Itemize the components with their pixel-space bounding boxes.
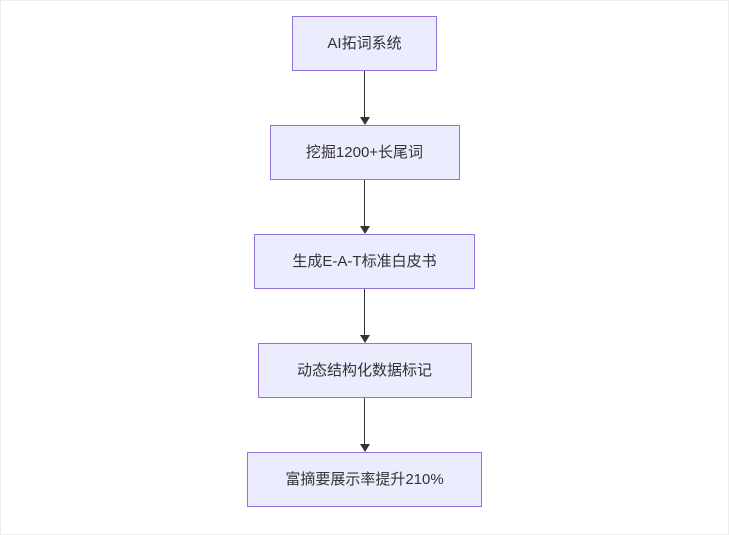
arrow-head <box>359 226 370 234</box>
flow-node-label: 生成E-A-T标准白皮书 <box>292 253 437 270</box>
arrow-head <box>359 335 370 343</box>
flow-node-longtail-mining: 挖掘1200+长尾词 <box>269 125 460 180</box>
flow-node-label: AI拓词系统 <box>327 35 402 52</box>
arrow-line <box>363 180 366 226</box>
arrow-down-icon <box>359 289 371 343</box>
arrow-head <box>359 117 370 125</box>
arrow-line <box>363 289 366 335</box>
flow-node-label: 富摘要展示率提升210% <box>285 471 444 488</box>
flow-node-ai-word-system: AI拓词系统 <box>292 16 437 71</box>
flow-node-rich-snippet-result: 富摘要展示率提升210% <box>247 452 482 507</box>
flow-node-label: 挖掘1200+长尾词 <box>305 144 424 161</box>
arrow-down-icon <box>359 398 371 452</box>
arrow-line <box>363 398 366 444</box>
arrow-head <box>359 444 370 452</box>
arrow-line <box>363 71 366 117</box>
arrow-down-icon <box>359 71 371 125</box>
flow-node-structured-data: 动态结构化数据标记 <box>257 343 472 398</box>
arrow-down-icon <box>359 180 371 234</box>
flow-node-label: 动态结构化数据标记 <box>296 362 432 379</box>
flow-node-eat-whitepaper: 生成E-A-T标准白皮书 <box>254 234 475 289</box>
